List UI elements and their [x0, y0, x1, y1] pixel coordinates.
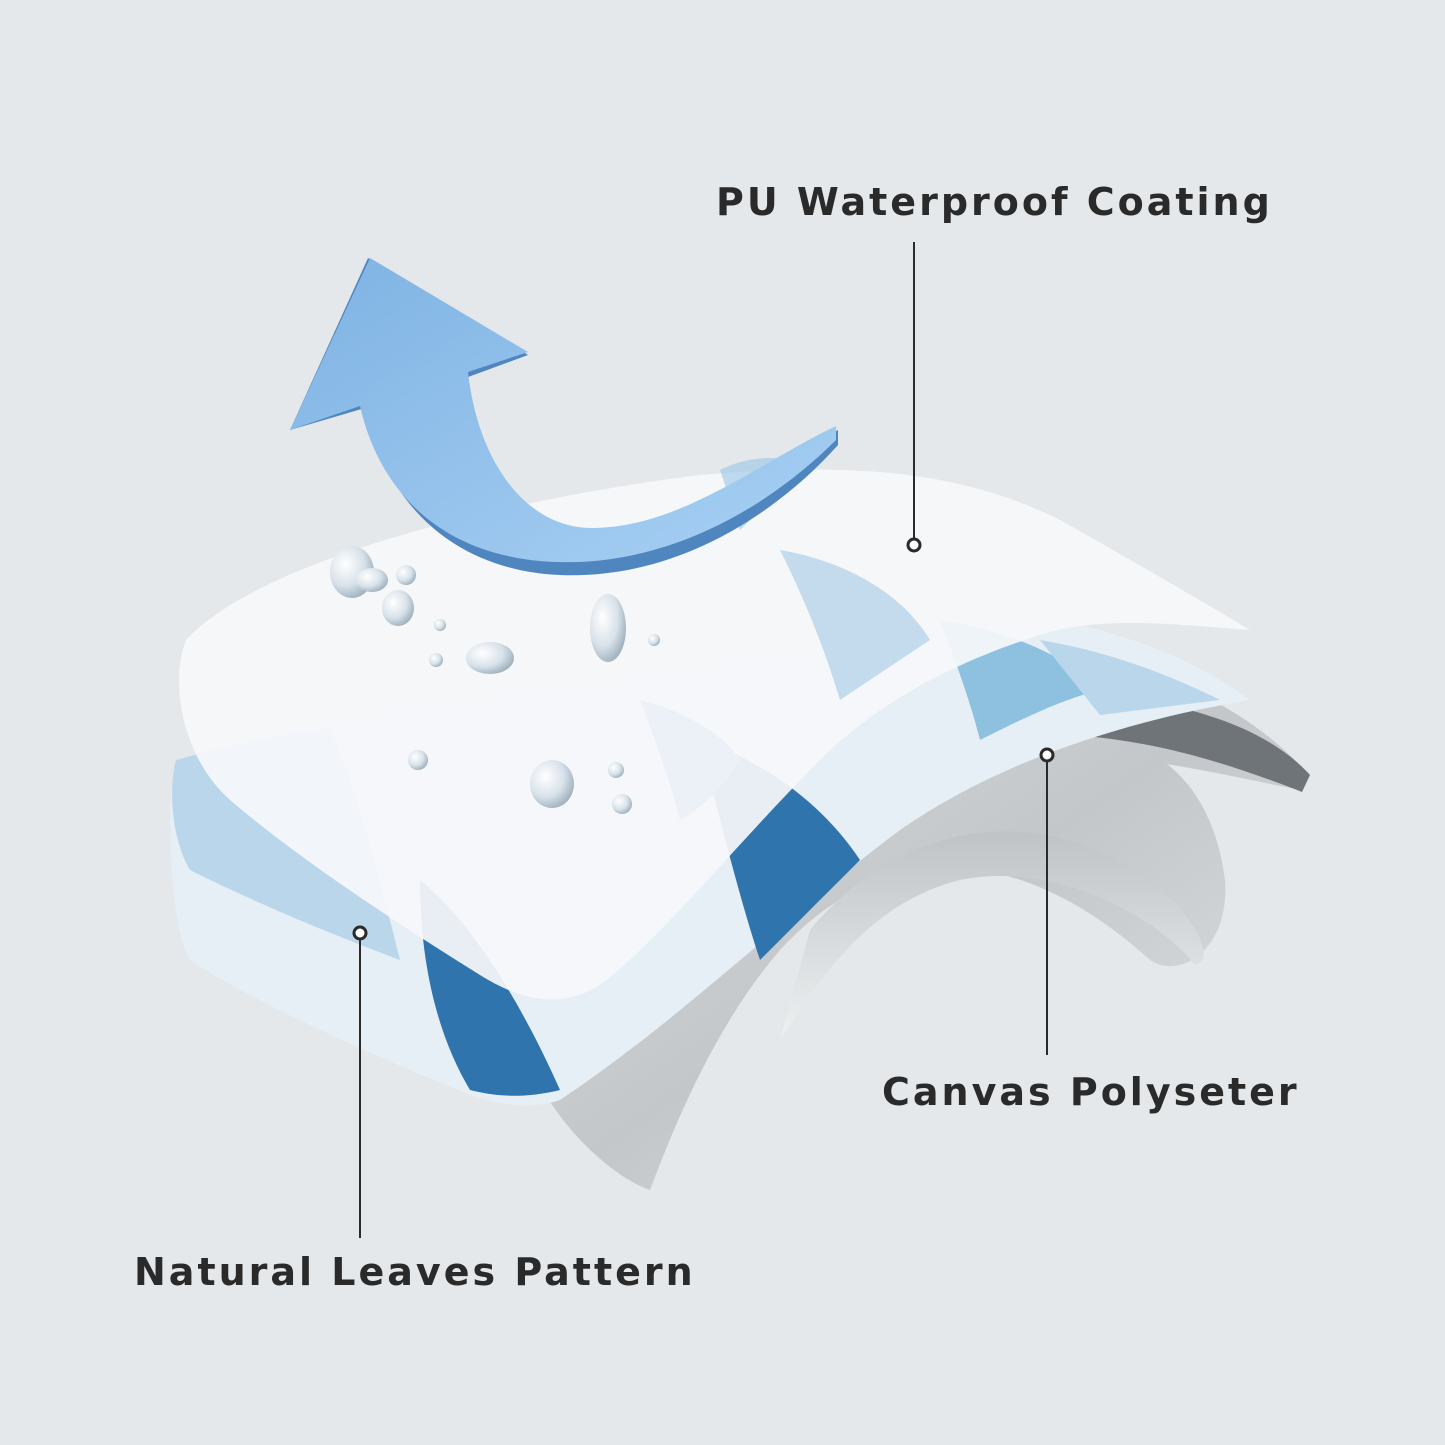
callout-canvas	[1039, 747, 1055, 1055]
water-droplet-icon	[330, 546, 660, 814]
curved-arrow-icon	[290, 258, 838, 576]
label-pu-waterproof-coating: PU Waterproof Coating	[716, 180, 1273, 224]
label-natural-leaves-pattern: Natural Leaves Pattern	[134, 1250, 696, 1294]
label-canvas-polyester: Canvas Polyseter	[882, 1070, 1300, 1114]
callout-pattern	[352, 925, 368, 1238]
callout-coating	[906, 242, 922, 553]
